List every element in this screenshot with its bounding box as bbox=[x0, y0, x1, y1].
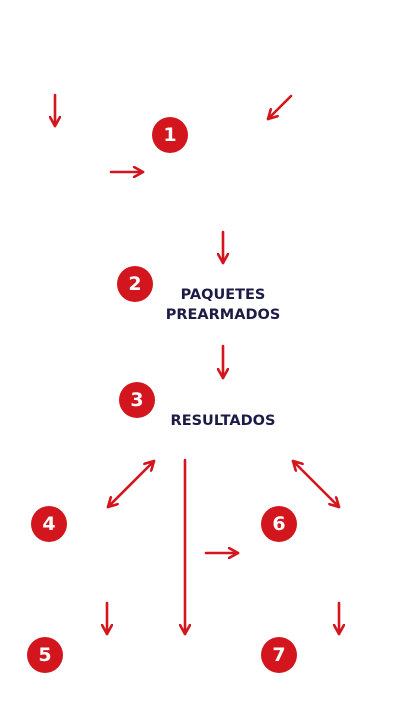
step-2-label-line-2: PREARMADOS bbox=[165, 307, 281, 323]
arrow-double-diagonal-step-4 bbox=[106, 459, 156, 509]
step-3-label: RESULTADOS bbox=[148, 411, 298, 431]
step-3-label-line-1: RESULTADOS bbox=[170, 413, 276, 429]
arrow-double-diagonal-step-6 bbox=[291, 459, 341, 509]
step-2-badge: 2 bbox=[117, 266, 153, 302]
step-3-badge: 3 bbox=[119, 382, 155, 418]
step-7-badge: 7 bbox=[261, 637, 297, 673]
step-4-badge: 4 bbox=[31, 506, 67, 542]
step-6-badge: 6 bbox=[261, 506, 297, 542]
step-2-label: PAQUETES PREARMADOS bbox=[148, 285, 298, 325]
step-1-badge: 1 bbox=[152, 117, 188, 153]
step-2-label-line-1: PAQUETES bbox=[180, 287, 266, 303]
arrow-diagonal-down-left-top-right bbox=[266, 94, 293, 121]
step-5-badge: 5 bbox=[27, 637, 63, 673]
